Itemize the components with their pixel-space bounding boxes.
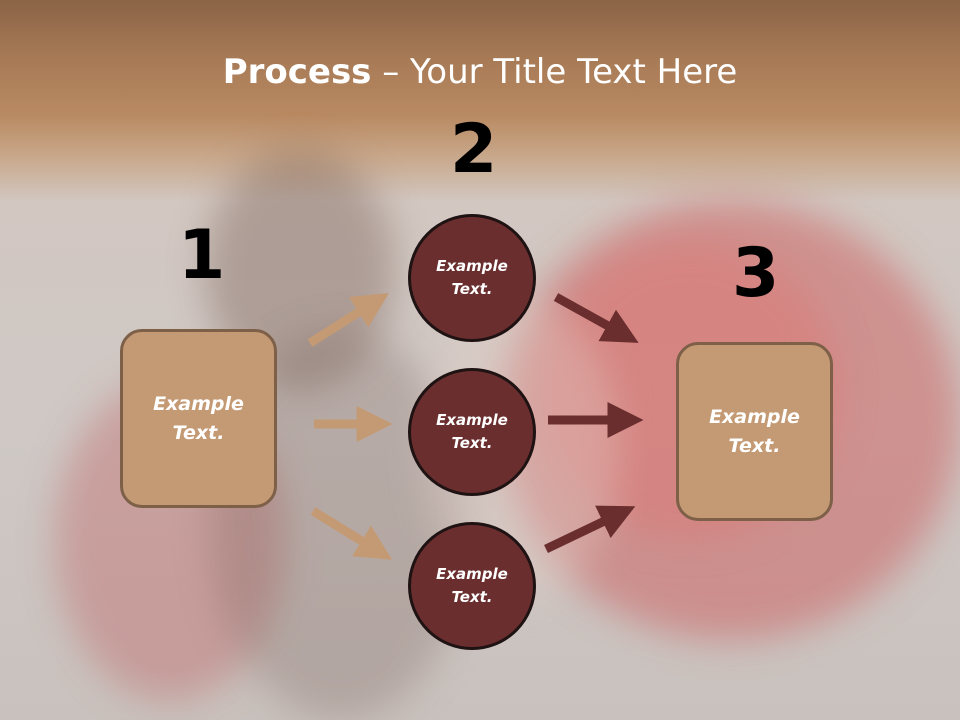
right-box[interactable]: Example Text. [676,342,833,521]
circle-2-line-2: Text. [451,434,493,452]
left-box-text: Example Text. [143,390,254,448]
step-number-3: 3 [732,234,780,313]
circle-1-line-1: Example [436,257,508,275]
right-box-text: Example Text. [699,403,810,461]
circle-2-text: Example Text. [426,409,518,455]
step-number-2: 2 [450,110,498,189]
circle-3-text: Example Text. [426,563,518,609]
slide-title[interactable]: Process – Your Title Text Here [0,52,960,92]
title-rest: – Your Title Text Here [371,52,738,92]
right-box-line-2: Text. [728,434,781,457]
left-box[interactable]: Example Text. [120,329,277,508]
arrow-right-up [553,293,639,343]
circle-3-line-1: Example [436,565,508,583]
arrow-left-down [310,507,393,560]
arrow-left-up [307,292,390,347]
right-box-line-1: Example [709,405,800,428]
left-box-line-2: Text. [172,421,225,444]
circle-1-line-2: Text. [451,280,493,298]
step-number-1: 1 [178,216,226,295]
left-box-line-1: Example [153,392,244,415]
circle-1[interactable]: Example Text. [408,214,536,342]
circle-2-line-1: Example [436,411,508,429]
circle-2[interactable]: Example Text. [408,368,536,496]
title-bold: Process [222,52,372,92]
arrow-right-down [544,505,636,554]
circle-3-line-2: Text. [451,588,493,606]
circle-3[interactable]: Example Text. [408,522,536,650]
circle-1-text: Example Text. [426,255,518,301]
